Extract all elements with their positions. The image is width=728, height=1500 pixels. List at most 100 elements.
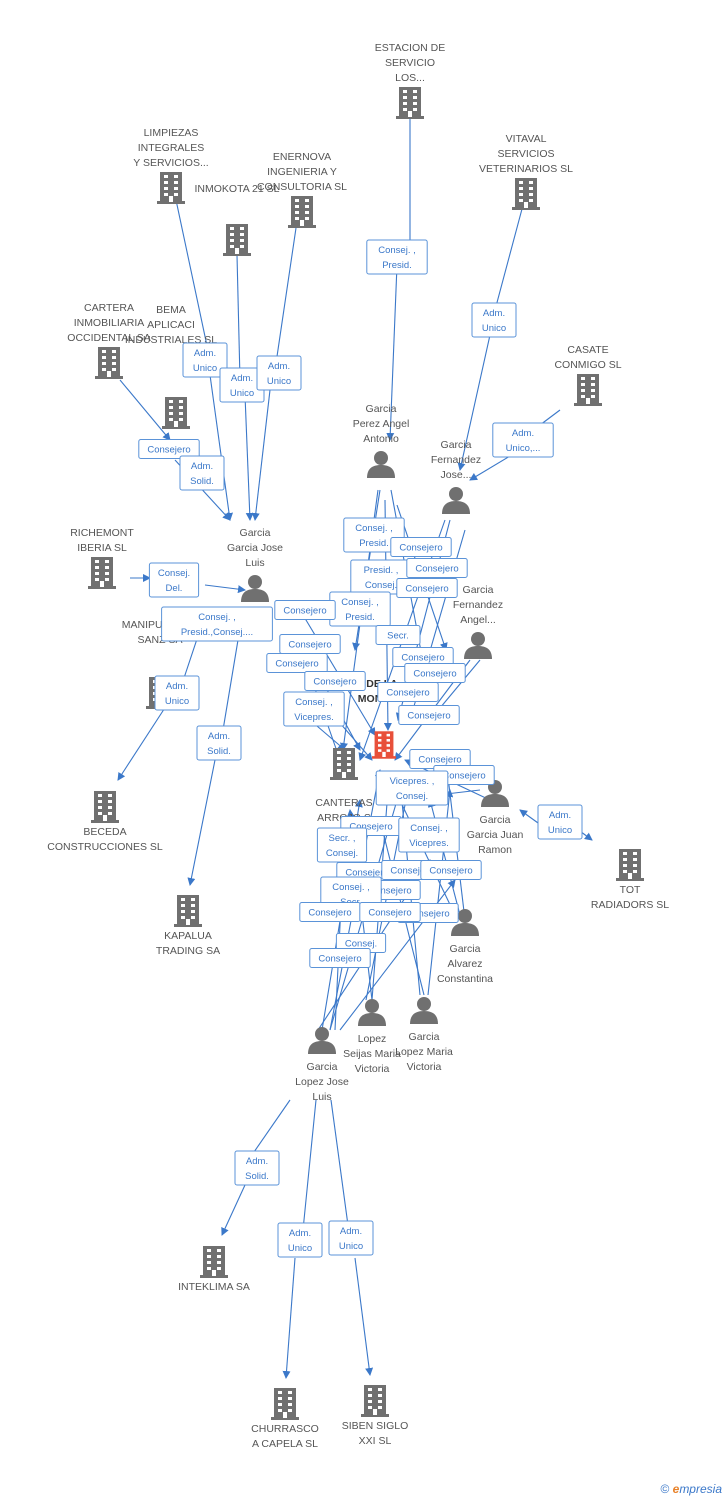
building-icon xyxy=(200,1246,228,1278)
edge-line xyxy=(354,1257,374,1376)
company-node-inmokota[interactable]: INMOKOTA 21 SL xyxy=(195,183,280,256)
edge-label: Consejero xyxy=(304,671,366,691)
edge-label: Consej.Del. xyxy=(148,562,200,598)
edge-label: Consejero xyxy=(420,860,482,880)
edge-line xyxy=(204,584,246,594)
company-label: INTEKLIMA SA xyxy=(178,1281,250,1293)
footer-brand: © empresia xyxy=(660,1482,722,1496)
building-icon xyxy=(330,748,358,780)
svg-text:Consejero: Consejero xyxy=(390,866,433,877)
svg-text:Consejero: Consejero xyxy=(399,543,442,554)
person-icon xyxy=(358,999,386,1026)
brand-initial: e xyxy=(672,1482,680,1496)
edge-label: Consejero xyxy=(138,439,200,459)
building-icon xyxy=(223,224,251,256)
svg-text:Consej. ,Presid.: Consej. ,Presid. xyxy=(355,523,393,549)
building-icon xyxy=(174,895,202,927)
edge-label: Consejero xyxy=(398,705,460,725)
edge-label: Vicepres. ,Consej. xyxy=(375,770,449,806)
edge-label: Adm.Unico xyxy=(182,342,228,378)
building-icon xyxy=(95,347,123,379)
brand-name: mpresia xyxy=(679,1482,722,1496)
edge-label: Consej. ,Vicepres. xyxy=(398,817,460,853)
svg-text:Consejero: Consejero xyxy=(386,688,429,699)
company-node-inteklima[interactable]: INTEKLIMA SA xyxy=(178,1246,250,1293)
edge-line xyxy=(235,254,244,381)
svg-text:Consejero: Consejero xyxy=(407,711,450,722)
svg-text:Consejero: Consejero xyxy=(406,909,449,920)
svg-text:Adm.Unico: Adm.Unico xyxy=(193,348,217,374)
building-icon-center xyxy=(372,731,396,759)
svg-text:Adm.Solid.: Adm.Solid. xyxy=(245,1156,269,1182)
edge-label: Adm.Unico xyxy=(328,1220,374,1256)
building-icon xyxy=(288,196,316,228)
svg-text:Secr. ,Consej.: Secr. ,Consej. xyxy=(326,833,358,859)
building-icon xyxy=(157,172,185,204)
edge-line xyxy=(187,759,216,886)
edge-label: Consejero xyxy=(299,902,361,922)
edge-label: Consej. ,Presid. xyxy=(366,239,428,275)
edge-label: Consej. ,Vicepres. xyxy=(283,691,345,727)
edge-label: Adm.Unico xyxy=(154,675,200,711)
person-icon xyxy=(241,575,269,602)
edge-label: Consejero xyxy=(274,600,336,620)
svg-text:Consejero: Consejero xyxy=(418,755,461,766)
edge-line xyxy=(272,227,297,371)
svg-text:Adm.Unico,...: Adm.Unico,... xyxy=(506,428,541,454)
building-icon xyxy=(361,1385,389,1417)
svg-text:Adm.Solid.: Adm.Solid. xyxy=(207,731,231,757)
svg-text:Consej.Del.: Consej.Del. xyxy=(158,568,190,594)
svg-text:Consejero: Consejero xyxy=(429,866,472,877)
svg-text:Consejero: Consejero xyxy=(401,653,444,664)
edge-label: Consejero xyxy=(404,663,466,683)
building-icon xyxy=(396,87,424,119)
edge-label: Consejero xyxy=(396,578,458,598)
svg-text:Consej. ,Presid.: Consej. ,Presid. xyxy=(378,245,416,271)
edge-label: Consejero xyxy=(390,537,452,557)
svg-text:Vicepres. ,Consej.: Vicepres. ,Consej. xyxy=(390,776,435,802)
svg-text:Consejero: Consejero xyxy=(283,606,326,617)
building-icon xyxy=(88,557,116,589)
svg-text:Adm.Unico: Adm.Unico xyxy=(267,361,291,387)
edge-label: Consejero xyxy=(309,948,371,968)
edge-line xyxy=(175,199,213,361)
edge-line xyxy=(119,379,171,441)
svg-text:Adm.Unico: Adm.Unico xyxy=(165,681,189,707)
building-icon xyxy=(512,178,540,210)
edge-labels: Consej. ,Presid.Adm.UnicoAdm.Unico,...Ad… xyxy=(138,239,583,1258)
svg-text:Secr.: Secr. xyxy=(387,631,409,642)
edge-line xyxy=(282,1257,296,1379)
edge-label: Secr. xyxy=(375,625,421,645)
